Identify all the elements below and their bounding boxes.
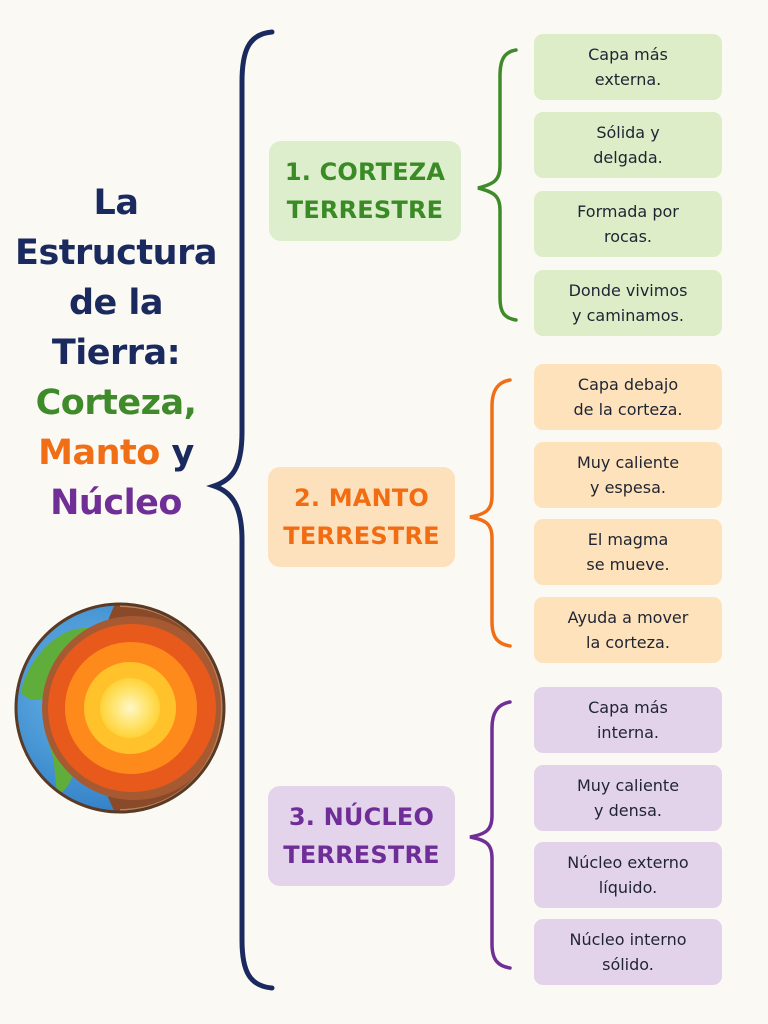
- manto-brace: [469, 378, 512, 648]
- nucleo-fact-2: Muy caliente y densa.: [534, 765, 722, 831]
- nucleo-brace: [469, 700, 512, 970]
- layer-corteza: 1. CORTEZA TERRESTRE: [269, 141, 461, 241]
- nucleo-fact-3: Núcleo externo líquido.: [534, 842, 722, 908]
- title-y: y: [171, 433, 195, 473]
- corteza-fact-3: Formada por rocas.: [534, 191, 722, 257]
- earth-cross-section-icon: [14, 602, 226, 814]
- manto-fact-3: El magma se mueve.: [534, 519, 722, 585]
- page-title: La Estructura de la Tierra: Corteza, Man…: [0, 178, 232, 528]
- corteza-fact-2: Sólida y delgada.: [534, 112, 722, 178]
- title-line-1: La: [93, 183, 139, 223]
- title-line-3: de la: [68, 283, 164, 323]
- layer-manto-label: 2. MANTO TERRESTRE: [283, 484, 440, 550]
- title-line-2: Estructura: [15, 233, 217, 273]
- nucleo-fact-1: Capa más interna.: [534, 687, 722, 753]
- corteza-fact-1: Capa más externa.: [534, 34, 722, 100]
- layer-manto: 2. MANTO TERRESTRE: [268, 467, 455, 567]
- layer-corteza-label: 1. CORTEZA TERRESTRE: [284, 158, 446, 224]
- manto-fact-1: Capa debajo de la corteza.: [534, 364, 722, 430]
- manto-fact-4: Ayuda a mover la corteza.: [534, 597, 722, 663]
- layer-nucleo: 3. NÚCLEO TERRESTRE: [268, 786, 455, 886]
- title-nucleo: Núcleo: [50, 483, 182, 523]
- manto-fact-2: Muy caliente y espesa.: [534, 442, 722, 508]
- title-manto: Manto: [38, 433, 160, 473]
- main-brace: [206, 29, 275, 991]
- nucleo-fact-4: Núcleo interno sólido.: [534, 919, 722, 985]
- layer-nucleo-label: 3. NÚCLEO TERRESTRE: [283, 803, 440, 869]
- corteza-fact-4: Donde vivimos y caminamos.: [534, 270, 722, 336]
- title-corteza: Corteza,: [35, 383, 197, 423]
- title-line-4: Tierra:: [51, 333, 181, 373]
- corteza-brace: [477, 48, 518, 322]
